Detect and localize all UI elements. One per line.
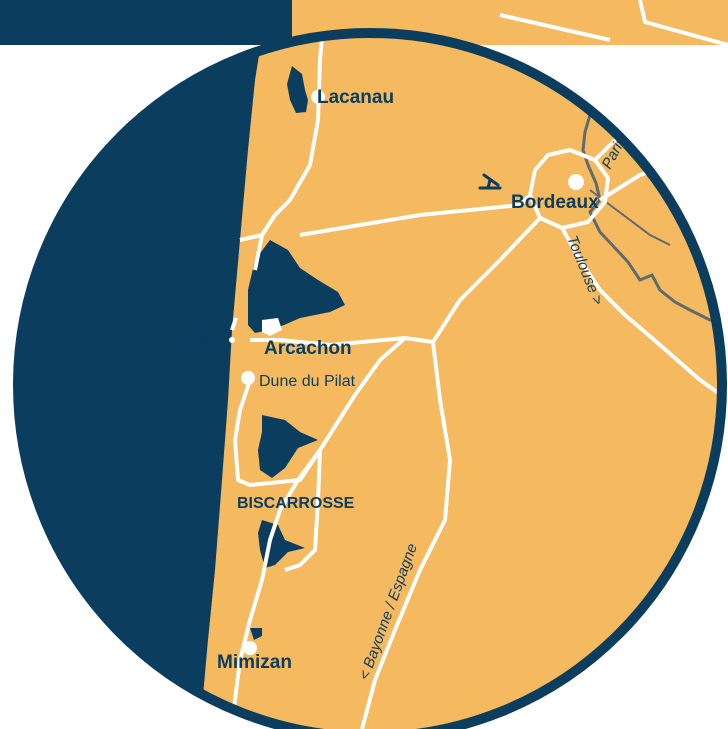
location-dot-icon (229, 337, 235, 343)
label-bordeaux: Bordeaux (511, 192, 599, 213)
airplane-icon (478, 173, 502, 190)
circle-border (13, 28, 727, 729)
lake-lacanau (287, 66, 308, 113)
lake-parentis (258, 520, 305, 568)
label-lacanau: Lacanau (317, 87, 394, 108)
lake-cazaux (258, 415, 318, 478)
location-dot-icon (568, 174, 584, 190)
location-dot-icon (243, 641, 257, 655)
label-dune-du-pilat: Dune du Pilat (259, 373, 356, 390)
location-dot-icon (311, 90, 325, 104)
lake-mimizan (250, 628, 262, 640)
label-arcachon: Arcachon (264, 338, 352, 359)
label-cap-ferret-line2: Ferret (177, 331, 220, 348)
city-markers (229, 90, 584, 655)
label-biscarrosse: BISCARROSSE (237, 495, 355, 512)
location-dot-icon (242, 377, 248, 383)
garonne-river (581, 94, 722, 327)
location-dot-icon (262, 318, 282, 336)
arcachon-basin (248, 240, 345, 333)
label-mimizan: Mimizan (217, 652, 292, 673)
label-cap-ferret-line1: Le Cap (170, 312, 220, 329)
